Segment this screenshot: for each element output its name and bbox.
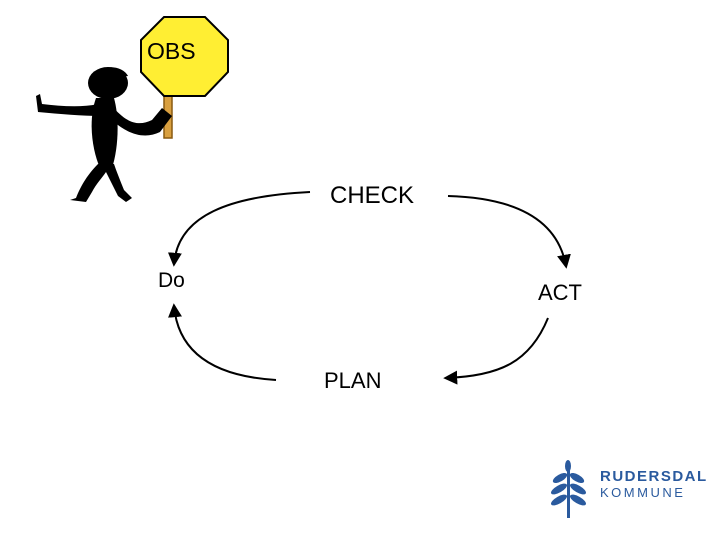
sign-octagon-icon [140, 16, 229, 97]
arrow-check-to-act [447, 195, 571, 269]
label-plan: PLAN [324, 368, 382, 393]
arrow-plan-to-do [168, 303, 277, 381]
figure-left-arm [36, 94, 100, 116]
logo-line-1: RUDERSDAL [600, 468, 708, 485]
label-act: ACT [538, 280, 582, 305]
sign-text: OBS [147, 38, 196, 64]
figure-legs [70, 164, 132, 202]
arrow-check-to-do [167, 191, 311, 267]
figure-right-arm [110, 106, 172, 136]
label-check: CHECK [330, 182, 415, 209]
label-do: Do [158, 269, 185, 292]
arrow-act-to-plan [443, 317, 549, 385]
logo-line-2: KOMMUNE [600, 485, 686, 500]
